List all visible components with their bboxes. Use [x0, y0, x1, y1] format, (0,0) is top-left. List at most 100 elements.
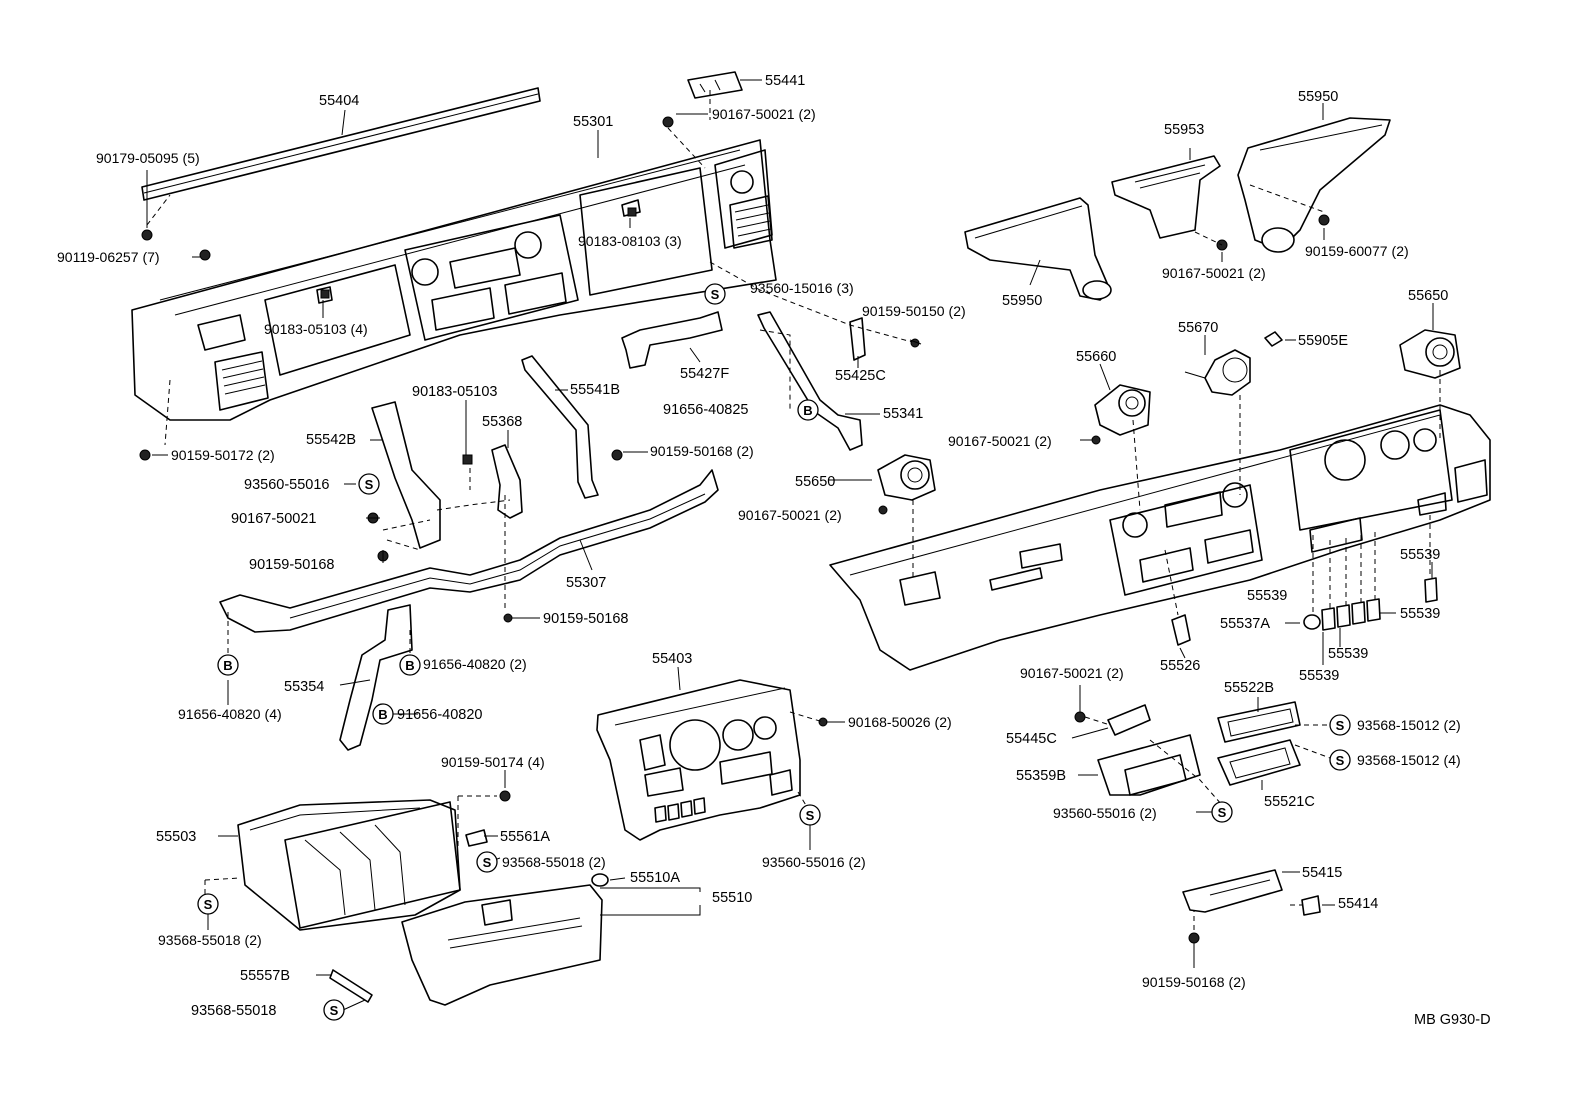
label-55445C: 55445C [1006, 731, 1057, 747]
part-vent-55650-left [877, 454, 936, 501]
svg-text:B: B [223, 658, 232, 673]
label-91656-40820-c: 91656-40820(4) [178, 706, 282, 722]
symbol-b-91656-40820-a: B [399, 654, 421, 676]
label-93568-55018-a: 93568-55018(2) [502, 854, 606, 870]
label-90183-05103-a: 90183-05103(4) [264, 321, 368, 337]
label-55359B: 55359B [1016, 768, 1066, 784]
part-pocket-55359B [1097, 734, 1201, 796]
part-duct-center [1111, 155, 1221, 239]
label-90159-50150: 90159-50150(2) [862, 303, 966, 319]
symbol-s-93560-55016-c: S [1211, 801, 1233, 823]
label-90167-50021-top: 90167-50021(2) [712, 106, 816, 122]
label-91656-40820-b: 91656-40820 [397, 707, 482, 723]
symbol-s-93560-55016-b: S [799, 804, 821, 826]
label-55425C: 55425C [835, 368, 886, 384]
svg-text:S: S [1218, 805, 1227, 820]
label-90159-50168-d: 90159-50168(2) [1142, 974, 1246, 990]
label-90167-50021-c: 90167-50021(2) [738, 507, 842, 523]
svg-text:S: S [1336, 753, 1345, 768]
part-clip-55561A [465, 829, 488, 847]
label-55427F: 55427F [680, 366, 729, 382]
label-55537A: 55537A [1220, 616, 1270, 632]
svg-text:S: S [711, 287, 720, 302]
label-55510A: 55510A [630, 870, 680, 886]
label-55521C: 55521C [1264, 794, 1315, 810]
label-55403: 55403 [652, 651, 692, 667]
label-90179-05095: 90179-05095(5) [96, 150, 200, 166]
label-55415: 55415 [1302, 865, 1342, 881]
symbol-s-93560-55016-a: S [358, 473, 380, 495]
label-55950-b: 55950 [1002, 293, 1042, 309]
part-55522B [1217, 701, 1301, 743]
part-brace-55341 [757, 311, 863, 451]
leader-lines [146, 79, 1434, 1011]
part-cluster-finish-panel [596, 679, 801, 841]
label-55650-b: 55650 [1408, 288, 1448, 304]
label-90167-50021-f: 90167-50021(2) [1020, 665, 1124, 681]
label-55670: 55670 [1178, 320, 1218, 336]
svg-text:S: S [204, 897, 213, 912]
label-55905E: 55905E [1298, 333, 1348, 349]
label-55404: 55404 [319, 93, 359, 109]
label-90159-60077: 90159-60077(2) [1305, 243, 1409, 259]
symbol-s-93560-15016: S [704, 283, 726, 305]
label-55557B: 55557B [240, 968, 290, 984]
label-90168-50026: 90168-50026(2) [848, 714, 952, 730]
svg-text:B: B [803, 403, 812, 418]
symbol-s-93568-15012-a: S [1329, 714, 1351, 736]
part-bracket-55425C [849, 317, 866, 361]
part-bracket-55542B [371, 401, 441, 549]
label-55539-c: 55539 [1400, 606, 1440, 622]
label-90159-50168-c: 90159-50168 [543, 611, 628, 627]
part-reinforcement-55307 [219, 469, 719, 633]
label-93560-55016-c: 93560-55016(2) [1053, 805, 1157, 821]
label-55561A: 55561A [500, 829, 550, 845]
label-93560-55016-a: 93560-55016 [244, 477, 329, 493]
label-55307: 55307 [566, 575, 606, 591]
part-cover-55441 [687, 71, 743, 99]
part-bracket-55427F [621, 311, 723, 369]
label-90167-50021-b: 90167-50021 [231, 511, 316, 527]
fastener-icons [139, 116, 1330, 944]
svg-text:S: S [483, 855, 492, 870]
label-93568-55018-c: 93568-55018 [191, 1003, 276, 1019]
symbol-s-93568-55018-a: S [476, 851, 498, 873]
label-55950-a: 55950 [1298, 89, 1338, 105]
label-55354: 55354 [284, 679, 324, 695]
part-stay-55557B [329, 969, 373, 1003]
svg-text:S: S [1336, 718, 1345, 733]
label-55414: 55414 [1338, 896, 1378, 912]
symbol-s-93568-55018-b: S [197, 893, 219, 915]
label-93568-15012-b: 93568-15012(4) [1357, 752, 1461, 768]
label-90159-50172: 90159-50172(2) [171, 447, 275, 463]
label-55368: 55368 [482, 414, 522, 430]
label-55541B: 55541B [570, 382, 620, 398]
symbol-s-93568-15012-b: S [1329, 749, 1351, 771]
part-panel-assembly [829, 404, 1491, 671]
label-55522B: 55522B [1224, 680, 1274, 696]
label-55441: 55441 [765, 73, 805, 89]
part-pocket-55445C [1107, 704, 1151, 736]
label-90159-50174: 90159-50174(4) [441, 754, 545, 770]
part-vent-55650-right [1399, 329, 1461, 379]
part-55526 [1171, 614, 1191, 646]
label-93560-55016-b: 93560-55016(2) [762, 854, 866, 870]
part-vent-55660 [1094, 384, 1151, 436]
figure-id: MB G930-D [1414, 1012, 1491, 1028]
label-55341: 55341 [883, 406, 923, 422]
part-55521C [1217, 739, 1301, 786]
svg-text:S: S [330, 1003, 339, 1018]
part-defroster-garnish [141, 87, 541, 201]
label-93568-55018-b: 93568-55018(2) [158, 932, 262, 948]
label-55526: 55526 [1160, 658, 1200, 674]
label-55650-a: 55650 [795, 474, 835, 490]
svg-text:S: S [806, 808, 815, 823]
part-55414 [1301, 895, 1321, 916]
label-93568-15012-a: 93568-15012(2) [1357, 717, 1461, 733]
label-55660: 55660 [1076, 349, 1116, 365]
label-90119-06257: 90119-06257(7) [57, 249, 160, 265]
label-90183-05103-b: 90183-05103 [412, 384, 497, 400]
assembly-lines [146, 90, 1441, 930]
label-90167-50021-e: 90167-50021(2) [948, 433, 1052, 449]
